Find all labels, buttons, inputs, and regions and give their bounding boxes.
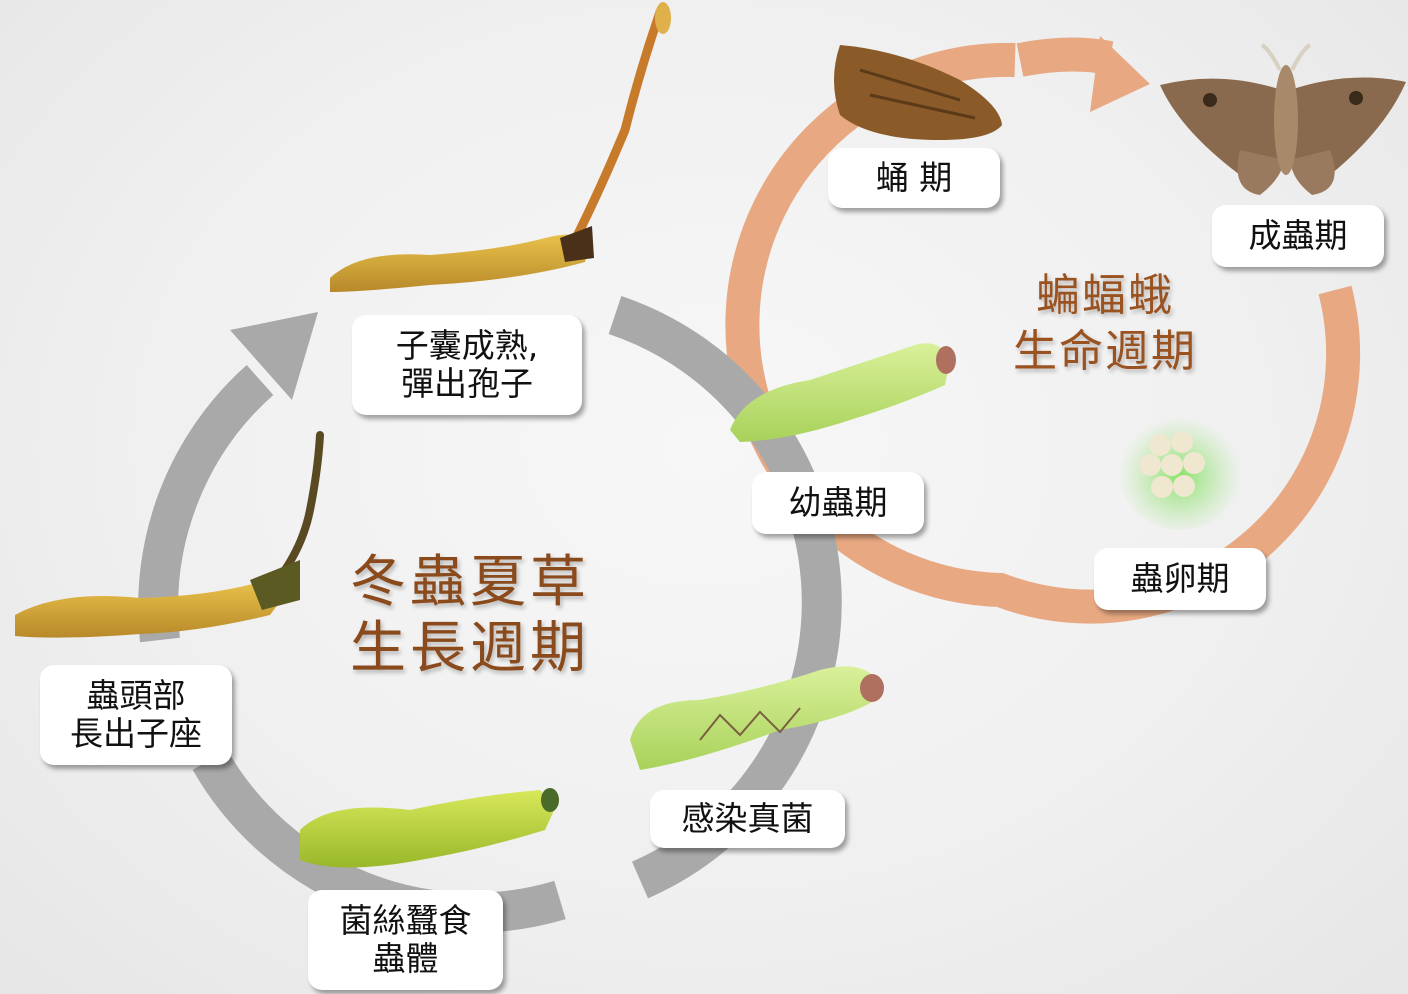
eggs-illustration (1118, 410, 1242, 530)
cordyceps-title-line2: 生長週期 (350, 616, 590, 681)
stage-label-mycelium: 菌絲蠶食 蟲體 (308, 890, 503, 990)
larva-illustration (730, 343, 956, 442)
pupa-line1: 蛹 期 (875, 158, 953, 197)
egg-line1: 蟲卵期 (1130, 559, 1230, 598)
stroma-line1: 蟲頭部 (86, 676, 186, 715)
moth-cycle-arrowhead (1090, 36, 1150, 112)
stage-label-stroma: 蟲頭部 長出子座 (40, 665, 232, 765)
moth-cycle-title: 蝙蝠蛾 生命週期 (985, 268, 1225, 380)
stage-label-spores: 子囊成熟, 彈出孢子 (352, 315, 582, 415)
stage-label-larva: 幼蟲期 (752, 472, 924, 534)
stage-label-infection: 感染真菌 (650, 790, 845, 848)
cordyceps-cycle-arrowhead (230, 312, 318, 400)
mycelium-line1: 菌絲蠶食 (339, 901, 472, 940)
adult-line1: 成蟲期 (1248, 216, 1348, 255)
moth-title-line2: 生命週期 (1013, 326, 1197, 377)
mycelium-line2: 蟲體 (372, 939, 439, 978)
stage-label-pupa: 蛹 期 (828, 148, 1000, 208)
pupa-illustration (834, 45, 1002, 140)
moth-illustration (1160, 43, 1406, 195)
larva-line1: 幼蟲期 (788, 483, 888, 522)
stroma-growing-illustration (15, 431, 324, 638)
infected-larva-illustration (630, 666, 884, 770)
mature-cordyceps-illustration (330, 2, 671, 292)
spores-line2: 彈出孢子 (401, 364, 533, 403)
moth-title-line1: 蝙蝠蛾 (1036, 270, 1174, 321)
stage-label-adult: 成蟲期 (1212, 205, 1384, 267)
moth-cycle-ring (725, 36, 1361, 624)
mycelium-larva-illustration (300, 788, 559, 868)
cordyceps-title-line1: 冬蟲夏草 (350, 550, 590, 615)
stroma-line2: 長出子座 (70, 714, 202, 753)
infection-line1: 感染真菌 (681, 799, 814, 838)
spores-line1: 子囊成熟, (395, 326, 539, 365)
cordyceps-cycle-title: 冬蟲夏草 生長週期 (330, 550, 610, 682)
stage-label-egg: 蟲卵期 (1094, 548, 1266, 610)
